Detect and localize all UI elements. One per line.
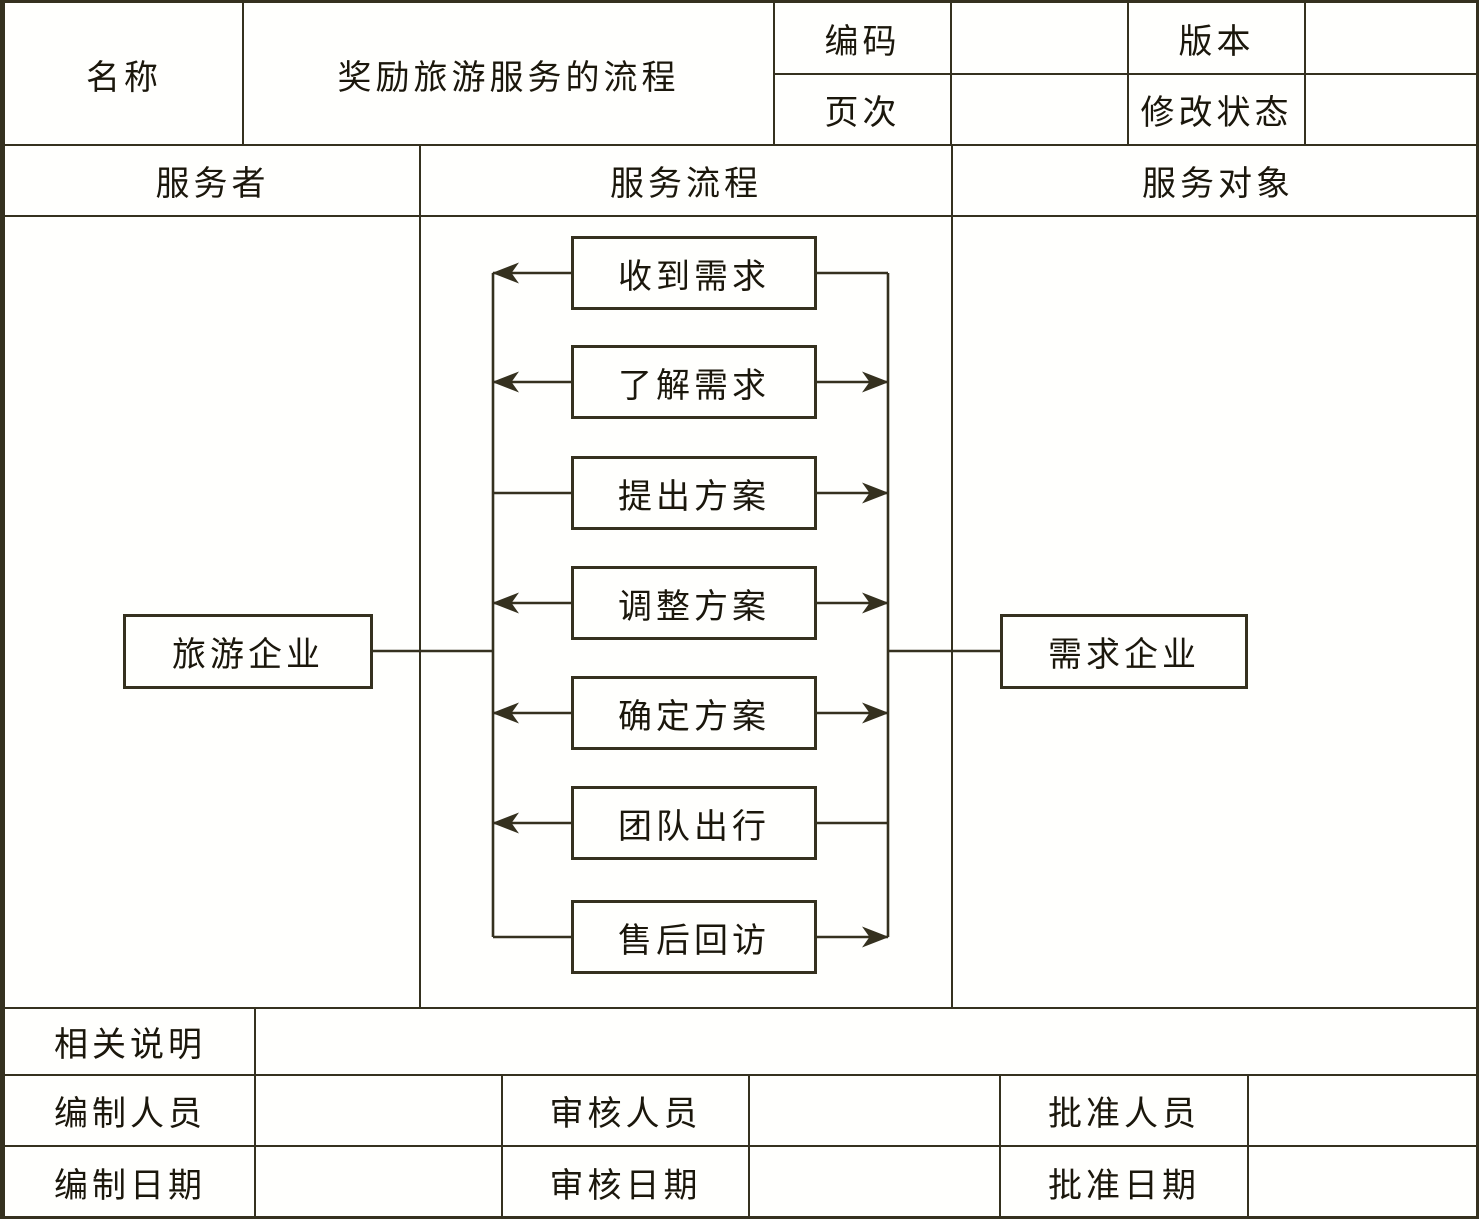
approval-date-value xyxy=(1248,1146,1476,1216)
code-label: 编码 xyxy=(824,22,901,62)
arrowhead-left xyxy=(492,812,519,834)
arrowhead-left xyxy=(492,702,519,724)
grid-line xyxy=(254,1007,256,1216)
grid-line xyxy=(950,3,952,145)
grid-line xyxy=(773,3,775,145)
reviewed-by-value xyxy=(749,1075,1000,1146)
approval-date-label: 批准日期 xyxy=(1048,1166,1200,1206)
flow-step-box: 调整方案 xyxy=(571,566,817,640)
process-column-header: 服务流程 xyxy=(610,164,762,204)
prepared-by-label: 编制人员 xyxy=(54,1094,206,1134)
prepared-date-value xyxy=(255,1146,502,1216)
grid-line xyxy=(5,1145,1476,1147)
code-value xyxy=(951,3,1128,74)
version-value xyxy=(1305,3,1476,74)
version-label: 版本 xyxy=(1178,22,1255,62)
page-value xyxy=(951,74,1128,145)
target-entity-box: 需求企业 xyxy=(1000,614,1248,689)
target-column-header: 服务对象 xyxy=(1142,164,1294,204)
approved-by-label: 批准人员 xyxy=(1048,1094,1200,1134)
prepared-by-value xyxy=(255,1075,502,1146)
notes-label: 相关说明 xyxy=(54,1025,206,1065)
arrowhead-left xyxy=(492,262,519,284)
review-date-value xyxy=(749,1146,1000,1216)
grid-line xyxy=(242,3,244,145)
prepared-date-label: 编制日期 xyxy=(54,1166,206,1206)
arrowhead-right xyxy=(862,592,889,614)
arrowhead-right xyxy=(862,926,889,948)
grid-line xyxy=(774,73,1476,75)
flow-step-box: 团队出行 xyxy=(571,786,817,860)
arrowhead-left xyxy=(492,371,519,393)
grid-line xyxy=(748,1074,750,1216)
arrowhead-right xyxy=(862,702,889,724)
flow-step-box: 提出方案 xyxy=(571,456,817,530)
reviewed-by-label: 审核人员 xyxy=(549,1094,702,1134)
provider-column-header: 服务者 xyxy=(155,164,270,204)
review-date-label: 审核日期 xyxy=(549,1166,702,1206)
approved-by-value xyxy=(1248,1075,1476,1146)
grid-line xyxy=(951,144,953,1008)
grid-line xyxy=(1127,3,1129,145)
notes-value xyxy=(255,1008,1476,1075)
provider-entity-box: 旅游企业 xyxy=(123,614,373,689)
grid-line xyxy=(419,144,421,1008)
right-stubs xyxy=(817,271,888,939)
flow-step-box: 了解需求 xyxy=(571,345,817,419)
arrowhead-left xyxy=(492,592,519,614)
arrowhead-right xyxy=(862,371,889,393)
flow-step-box: 确定方案 xyxy=(571,676,817,750)
revision-status-value xyxy=(1305,74,1476,145)
grid-line xyxy=(1304,3,1306,145)
grid-line xyxy=(5,215,1476,217)
grid-line xyxy=(1247,1074,1249,1216)
grid-line xyxy=(5,144,1476,146)
document-title: 奖励旅游服务的流程 xyxy=(337,57,680,98)
revision-status-label: 修改状态 xyxy=(1140,93,1293,133)
arrowhead-right xyxy=(862,482,889,504)
left-stubs xyxy=(493,271,571,939)
grid-line xyxy=(5,1074,1476,1076)
page-label: 页次 xyxy=(824,93,901,133)
grid-line xyxy=(501,1074,503,1216)
name-label: 名称 xyxy=(86,57,162,98)
flow-step-box: 售后回访 xyxy=(571,900,817,974)
grid-line xyxy=(999,1074,1001,1216)
flow-step-box: 收到需求 xyxy=(571,236,817,310)
grid-line xyxy=(5,1007,1476,1009)
